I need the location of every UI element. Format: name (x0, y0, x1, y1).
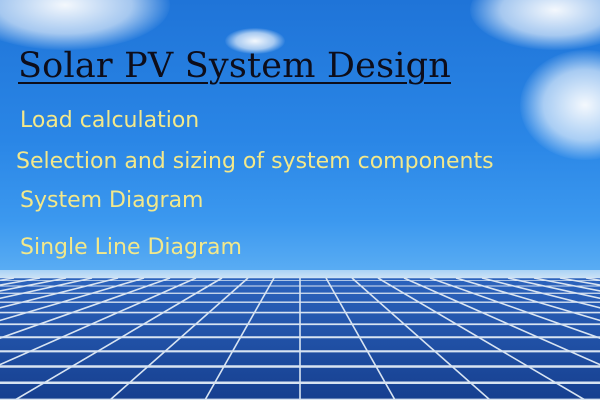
panel-column-line (429, 277, 600, 339)
panel-column-line (403, 277, 600, 366)
panel-column-line (377, 277, 586, 400)
panel-column-line (14, 277, 223, 400)
panel-column-line (481, 277, 600, 309)
topic-component-sizing: Selection and sizing of system component… (16, 149, 494, 174)
panel-column-line (455, 277, 600, 322)
panel-column-line (0, 277, 197, 366)
panel-column-line (325, 277, 396, 400)
topic-single-line-diagram: Single Line Diagram (20, 235, 242, 260)
panel-column-line (0, 277, 145, 322)
topic-system-diagram: System Diagram (20, 188, 204, 213)
page-title: Solar PV System Design (18, 46, 451, 86)
cloud-small (225, 28, 285, 54)
panel-column-line (0, 277, 119, 309)
topic-load-calculation: Load calculation (20, 108, 200, 133)
panel-column-line (0, 277, 171, 339)
panel-column-line (351, 277, 491, 400)
panel-column-line (109, 277, 249, 400)
panel-column-line (204, 277, 275, 400)
